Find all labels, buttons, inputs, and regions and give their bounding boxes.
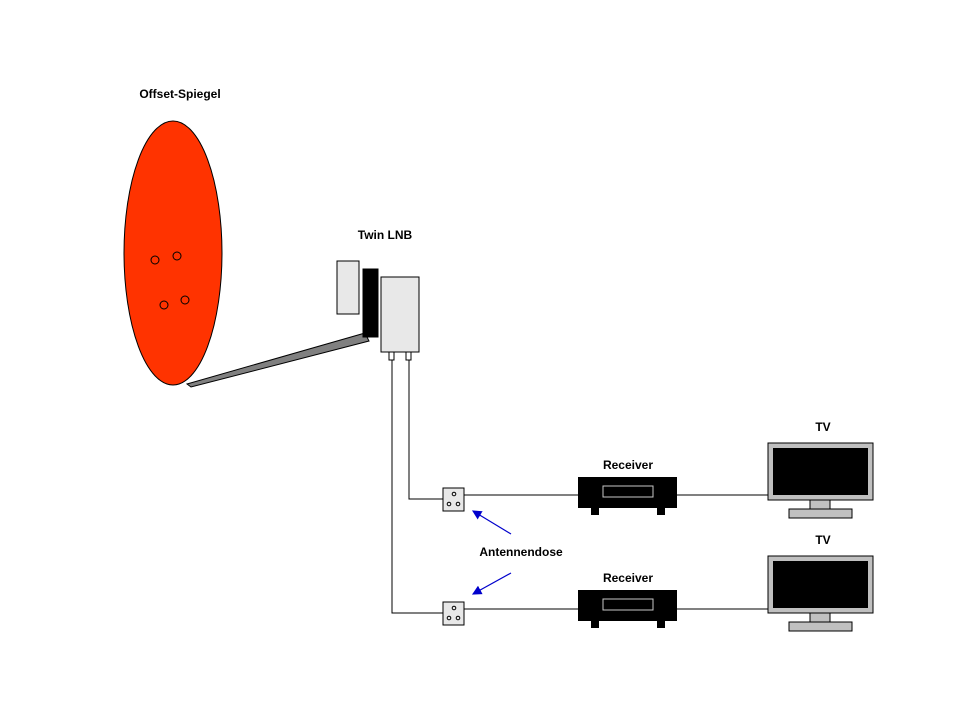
- dish-bolt: [172, 251, 182, 261]
- receiver-top-label: Receiver: [603, 458, 653, 472]
- tv-screen: [773, 448, 868, 495]
- offset-dish: [123, 120, 223, 386]
- lnb-feedhorn: [336, 260, 360, 315]
- receiver-bottom-label: Receiver: [603, 571, 653, 585]
- tv-neck: [809, 499, 831, 510]
- tv-neck: [809, 612, 831, 623]
- outlet-label: Antennendose: [479, 545, 563, 559]
- tv-top: [767, 442, 874, 519]
- dish-label: Offset-Spiegel: [139, 87, 220, 101]
- lnb-connector-left: [388, 351, 395, 361]
- dish-mount-arm: [185, 332, 370, 388]
- antenna-outlet-bottom: [442, 601, 465, 626]
- tv-bottom: [767, 555, 874, 632]
- cable-lnb-to-outlet-top: [408, 360, 443, 500]
- cable-lnb-to-outlet-bottom: [391, 360, 443, 614]
- tv-stand: [788, 508, 853, 519]
- receiver-top: [578, 477, 677, 515]
- lnb-flange: [362, 268, 379, 338]
- tv-stand: [788, 621, 853, 632]
- tv-bottom-label: TV: [815, 533, 830, 547]
- dish-bolt: [150, 255, 160, 265]
- lnb-connector-right: [405, 351, 412, 361]
- dish-bolt: [159, 300, 169, 310]
- antenna-outlet-top: [442, 487, 465, 512]
- lnb-body: [380, 276, 420, 353]
- receiver-display: [602, 485, 654, 498]
- arrow-to-outlet-top: [471, 510, 512, 535]
- tv-top-label: TV: [815, 420, 830, 434]
- receiver-bottom: [578, 590, 677, 628]
- tv-screen: [773, 561, 868, 608]
- receiver-display: [602, 598, 654, 611]
- lnb-label: Twin LNB: [358, 228, 413, 242]
- twin-lnb: [336, 260, 420, 361]
- dish-bolt: [180, 295, 190, 305]
- arrow-to-outlet-bottom: [471, 572, 512, 595]
